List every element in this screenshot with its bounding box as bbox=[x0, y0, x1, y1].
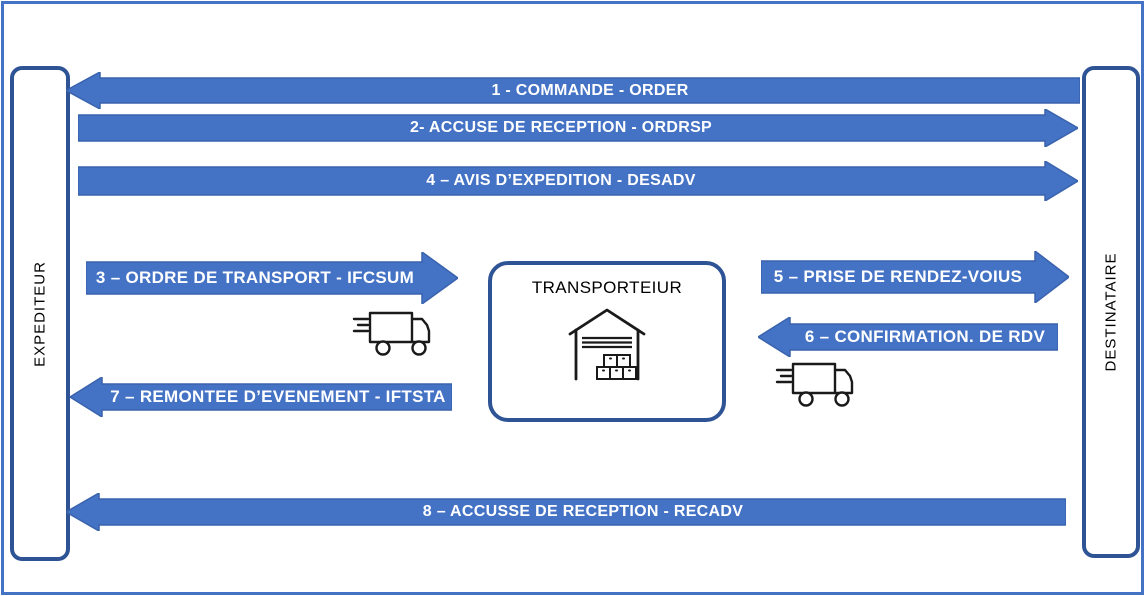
right-arrow-shape bbox=[78, 161, 1078, 201]
arrow-8-accusse-reception: 8 – ACCUSSE DE RECEPTION - RECADV bbox=[66, 493, 1066, 531]
left-arrow-shape bbox=[66, 493, 1066, 531]
truck-icon bbox=[775, 362, 854, 407]
truck-icon bbox=[352, 311, 431, 356]
expediteur-label: EXPEDITEUR bbox=[31, 260, 49, 367]
arrow-label: 1 - COMMANDE - ORDER bbox=[491, 81, 689, 99]
right-arrow-shape bbox=[86, 252, 458, 304]
arrow-label: 6 – CONFIRMATION. DE RDV bbox=[804, 327, 1046, 346]
arrow-label: 3 – ORDRE DE TRANSPORT - IFCSUM bbox=[95, 268, 415, 287]
left-arrow-shape bbox=[758, 317, 1058, 357]
arrow-label: 5 – PRISE DE RENDEZ-VOIUS bbox=[773, 267, 1023, 286]
arrow-label: 4 – AVIS D’EXPEDITION - DESADV bbox=[426, 172, 696, 189]
left-arrow-shape bbox=[70, 377, 452, 417]
destinataire-box: DESTINATAIRE bbox=[1082, 66, 1140, 558]
expediteur-box: EXPEDITEUR bbox=[10, 66, 70, 561]
arrow-7-remontee-evenement: 7 – REMONTEE D’EVENEMENT - IFTSTA bbox=[70, 377, 452, 417]
arrow-5-prise-rdv: 5 – PRISE DE RENDEZ-VOIUS bbox=[761, 251, 1069, 303]
arrow-label: 8 – ACCUSSE DE RECEPTION - RECADV bbox=[422, 503, 744, 520]
arrow-4-avis-expedition: 4 – AVIS D’EXPEDITION - DESADV bbox=[78, 161, 1078, 201]
destinataire-label: DESTINATAIRE bbox=[1102, 252, 1120, 372]
arrow-1-commande-order: 1 - COMMANDE - ORDER bbox=[66, 72, 1080, 109]
right-arrow-shape bbox=[78, 109, 1078, 147]
arrow-6-confirmation-rdv: 6 – CONFIRMATION. DE RDV bbox=[758, 317, 1058, 357]
transporteur-label: TRANSPORTEIUR bbox=[531, 278, 683, 297]
arrow-label: 2- ACCUSE DE RECEPTION - ORDRSP bbox=[409, 119, 713, 136]
right-arrow-shape bbox=[761, 251, 1069, 303]
transporteur-box: TRANSPORTEIUR bbox=[488, 261, 726, 422]
warehouse-icon bbox=[568, 308, 646, 381]
arrow-2-accuse-reception: 2- ACCUSE DE RECEPTION - ORDRSP bbox=[78, 109, 1078, 147]
left-arrow-shape bbox=[66, 72, 1080, 109]
arrow-3-ordre-transport: 3 – ORDRE DE TRANSPORT - IFCSUM bbox=[86, 252, 458, 304]
arrow-label: 7 – REMONTEE D’EVENEMENT - IFTSTA bbox=[110, 387, 446, 406]
